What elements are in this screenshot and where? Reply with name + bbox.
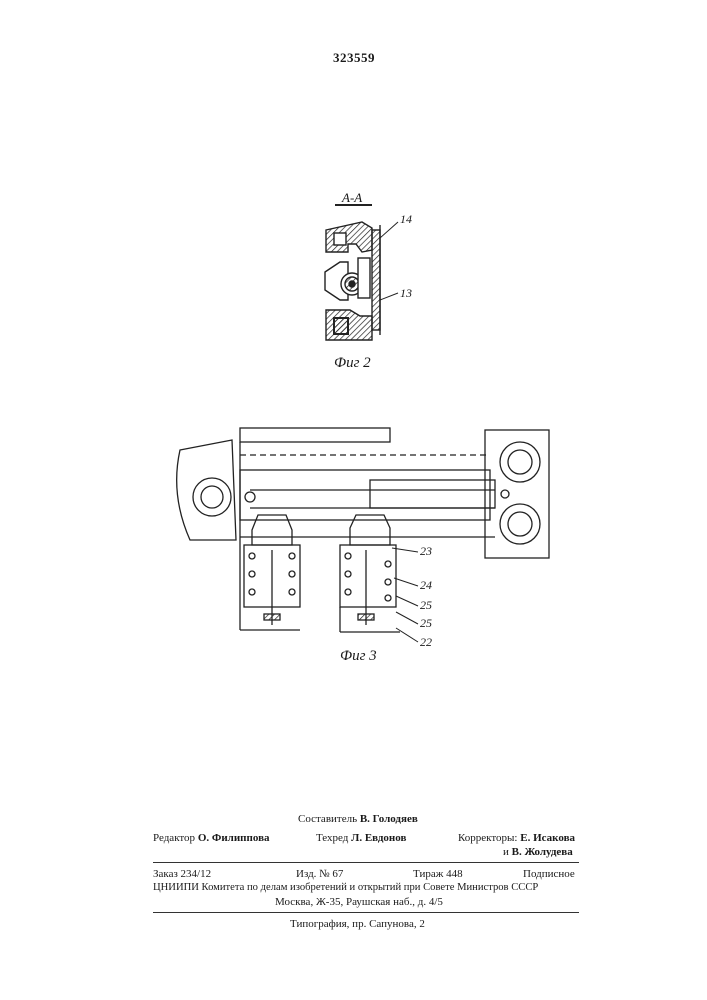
part-label-13: 13 xyxy=(400,286,412,301)
part-label-25a: 25 xyxy=(420,598,432,613)
compiler-line: Составитель В. Голодяев xyxy=(298,813,418,825)
figure-3-drawing xyxy=(177,428,549,642)
print-run: Тираж 448 xyxy=(413,868,463,880)
corrector-1: Е. Исакова xyxy=(520,832,575,844)
organization-line: ЦНИИПИ Комитета по делам изобретений и о… xyxy=(153,882,538,893)
editor-label: Редактор xyxy=(153,832,195,844)
address-line: Москва, Ж-35, Раушская наб., д. 4/5 xyxy=(275,896,443,908)
part-label-25b: 25 xyxy=(420,616,432,631)
part-label-23: 23 xyxy=(420,544,432,559)
figure-2-caption: Фиг 2 xyxy=(334,355,371,372)
techred-label: Техред xyxy=(316,832,348,844)
figure-2-drawing xyxy=(325,205,398,340)
corrector-2: В. Жолудева xyxy=(512,846,573,858)
edition-number: Изд. № 67 xyxy=(296,868,343,880)
footer-divider-top xyxy=(153,862,579,863)
techred-line: Техред Л. Евдонов xyxy=(316,832,406,844)
subscription-note: Подписное xyxy=(523,868,575,880)
section-label: А-А xyxy=(342,190,362,206)
techred-name: Л. Евдонов xyxy=(351,832,406,844)
correctors-line: Корректоры: Е. Исакова xyxy=(458,832,575,844)
printing-house-line: Типография, пр. Сапунова, 2 xyxy=(290,918,425,930)
compiler-label: Составитель xyxy=(298,813,357,825)
figure-3-caption: Фиг 3 xyxy=(340,648,377,665)
corrector-2-line: и В. Жолудева xyxy=(503,846,573,858)
editor-name: О. Филиппова xyxy=(198,832,270,844)
correctors-label: Корректоры: xyxy=(458,832,517,844)
editor-line: Редактор О. Филиппова xyxy=(153,832,270,844)
compiler-name: В. Голодяев xyxy=(360,813,418,825)
order-number: Заказ 234/12 xyxy=(153,868,211,880)
part-label-24: 24 xyxy=(420,578,432,593)
part-label-14: 14 xyxy=(400,212,412,227)
corrector-2-prefix: и xyxy=(503,846,509,858)
footer-divider-bottom xyxy=(153,912,579,913)
part-label-22: 22 xyxy=(420,635,432,650)
